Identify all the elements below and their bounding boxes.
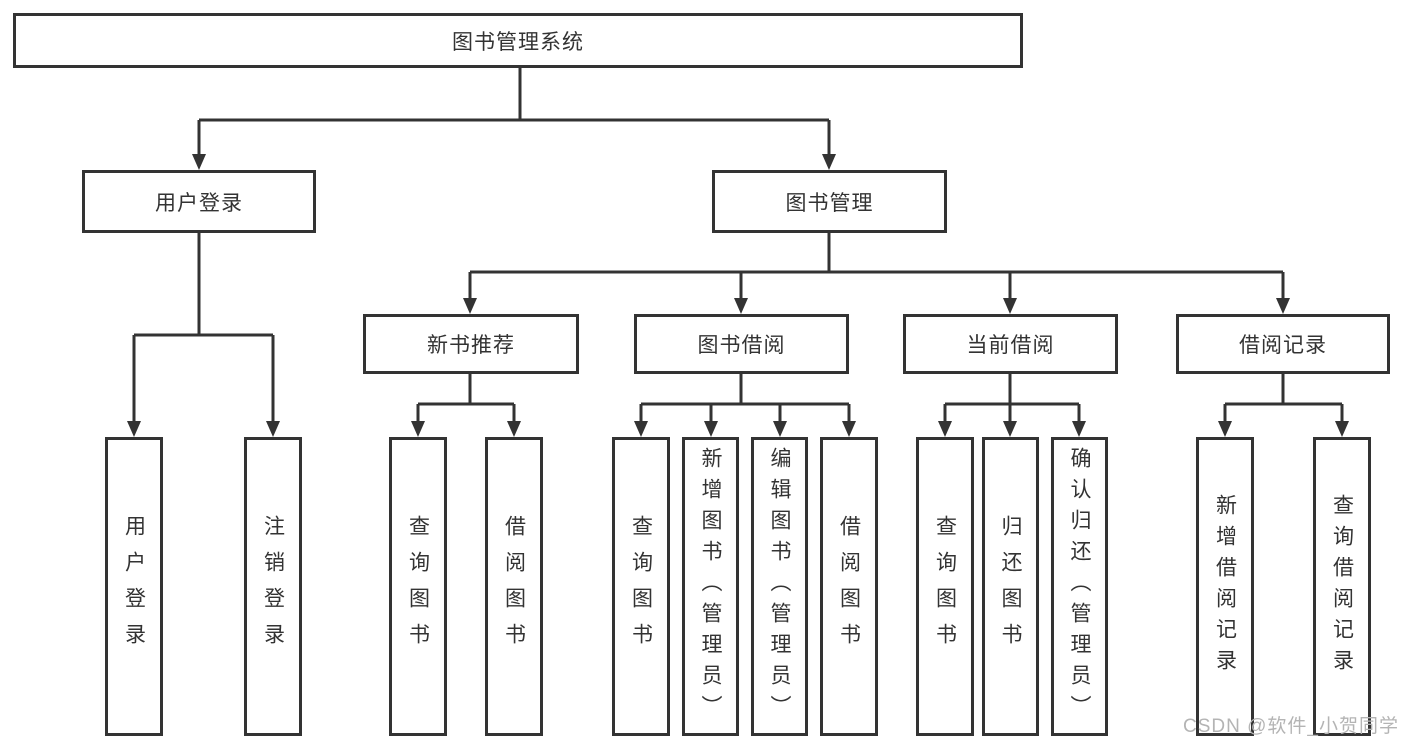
node-user-login-group: 用户登录 <box>82 170 316 233</box>
leaf-add-book-admin: 新增图书（管理员） <box>682 437 739 736</box>
leaf-query-book-2: 查询图书 <box>612 437 670 736</box>
node-current-borrow: 当前借阅 <box>903 314 1118 374</box>
node-book-borrow: 图书借阅 <box>634 314 849 374</box>
leaf-borrow-book-1: 借阅图书 <box>485 437 543 736</box>
leaf-confirm-return-admin: 确认归还（管理员） <box>1051 437 1108 736</box>
node-library-management-system: 图书管理系统 <box>13 13 1023 68</box>
arrowhead <box>266 421 280 437</box>
arrowhead <box>1218 421 1232 437</box>
csdn-watermark: CSDN @软件_小贺同学 <box>1183 716 1399 737</box>
arrowhead <box>507 421 521 437</box>
leaf-query-borrow-record: 查询借阅记录 <box>1313 437 1371 736</box>
leaf-add-borrow-record: 新增借阅记录 <box>1196 437 1254 736</box>
arrowhead <box>734 298 748 314</box>
arrowhead <box>192 154 206 170</box>
arrowhead <box>773 421 787 437</box>
node-book-management: 图书管理 <box>712 170 947 233</box>
arrowhead <box>842 421 856 437</box>
leaf-logout: 注销登录 <box>244 437 302 736</box>
leaf-return-book: 归还图书 <box>982 437 1039 736</box>
arrowhead <box>1276 298 1290 314</box>
leaf-user-login: 用户登录 <box>105 437 163 736</box>
arrowhead <box>1003 298 1017 314</box>
leaf-query-book-1: 查询图书 <box>389 437 447 736</box>
arrowhead <box>938 421 952 437</box>
arrowhead <box>704 421 718 437</box>
arrowhead <box>411 421 425 437</box>
arrowhead <box>1072 421 1086 437</box>
leaf-borrow-book-2: 借阅图书 <box>820 437 878 736</box>
arrowhead <box>822 154 836 170</box>
arrowhead <box>1003 421 1017 437</box>
node-borrow-record: 借阅记录 <box>1176 314 1390 374</box>
leaf-query-book-3: 查询图书 <box>916 437 974 736</box>
arrowhead <box>127 421 141 437</box>
arrowhead <box>1335 421 1349 437</box>
arrowhead <box>463 298 477 314</box>
leaf-edit-book-admin: 编辑图书（管理员） <box>751 437 808 736</box>
node-new-book-recommend: 新书推荐 <box>363 314 579 374</box>
arrowhead <box>634 421 648 437</box>
